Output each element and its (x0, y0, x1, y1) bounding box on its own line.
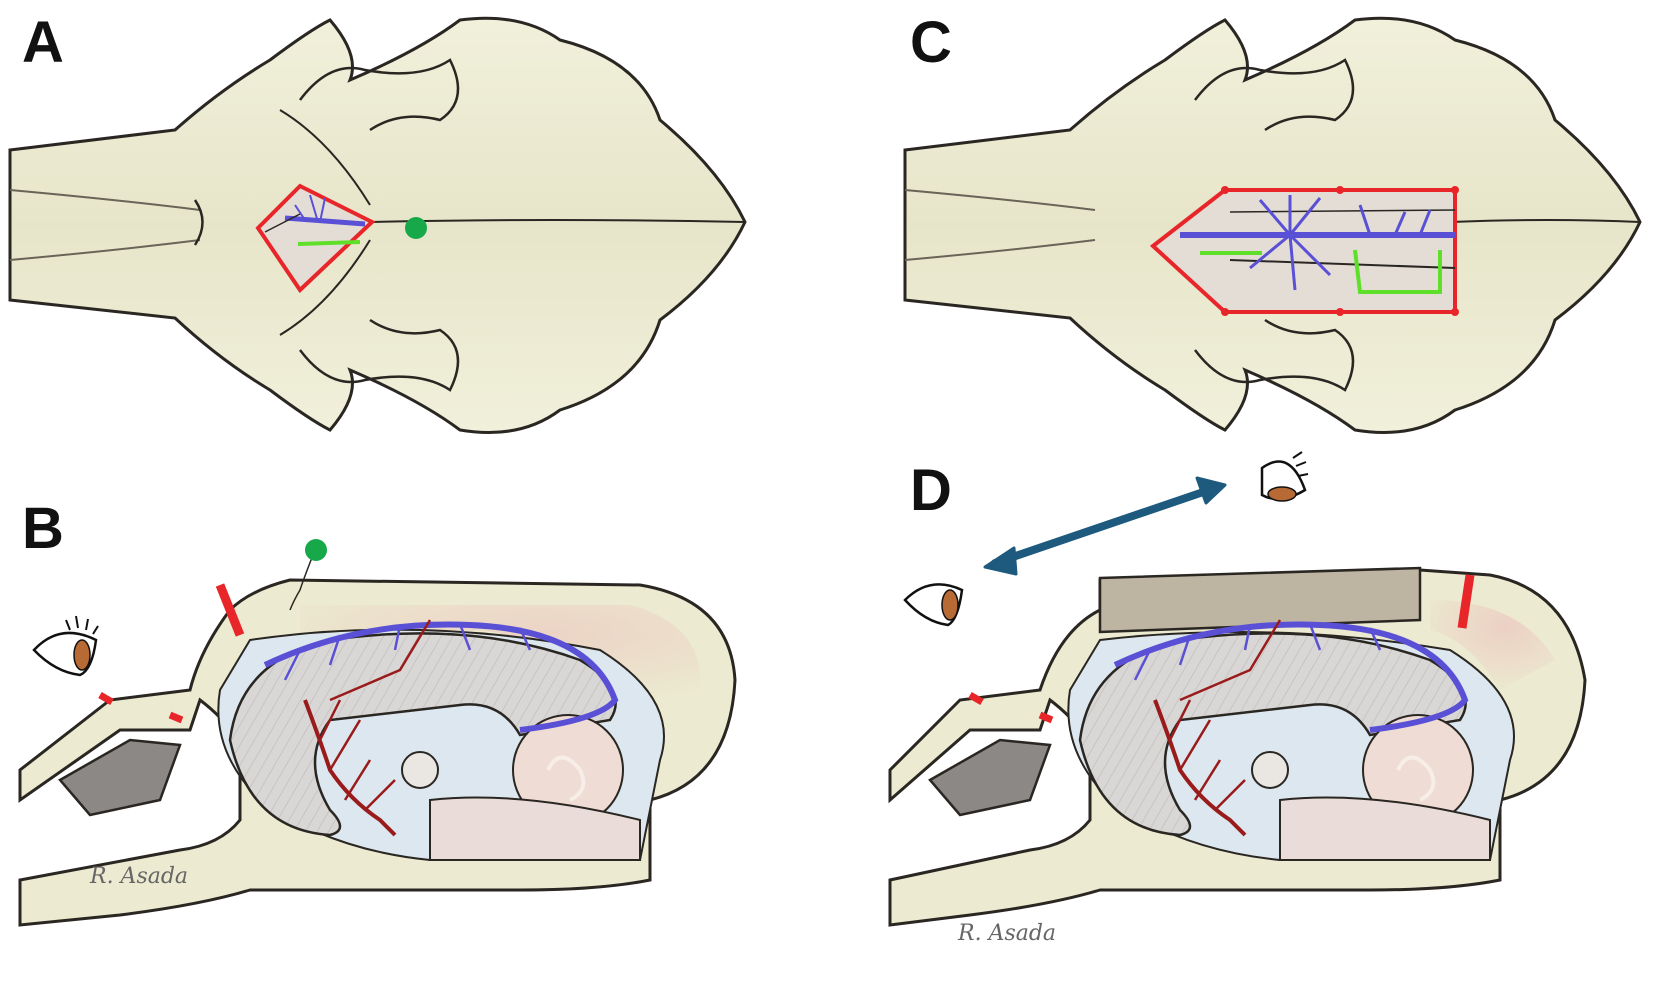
panel-b-label: B (22, 496, 64, 561)
sinus-vein (1113, 621, 1469, 733)
artery (1153, 699, 1247, 837)
panel-a: A (8, 10, 747, 434)
panel-c-label: C (910, 10, 952, 75)
craniotomy-margin (215, 583, 245, 637)
craniotomy-small (255, 183, 427, 294)
panel-a-label: A (22, 10, 64, 75)
artist-signature: R. Asada (89, 864, 188, 889)
craniotomy-margin (1457, 574, 1475, 629)
panel-b: B (18, 496, 737, 927)
panel-c: C (903, 10, 1642, 434)
artery (303, 699, 397, 837)
panel-d-label: D (910, 458, 952, 523)
green-bracket-marker (1353, 249, 1442, 294)
green-line-marker (297, 240, 361, 246)
craniotomy-margin (255, 183, 376, 294)
craniotomy-extended (1149, 186, 1459, 316)
sinus-vein (263, 621, 619, 733)
green-dot-marker (305, 539, 327, 561)
double-arrow-icon (983, 476, 1227, 576)
sinus-vein (284, 215, 366, 227)
eye-icon (1260, 451, 1309, 502)
green-dot-marker (405, 217, 427, 239)
skull-dorsal-a (8, 16, 747, 434)
sagittal-head-b (18, 539, 737, 927)
panel-d: D (888, 451, 1587, 946)
eye-icon (32, 615, 99, 677)
bone-flap (1098, 566, 1422, 634)
artist-signature: R. Asada (957, 921, 1056, 946)
sagittal-head-d (888, 566, 1587, 927)
skull-outline (8, 16, 747, 434)
eye-icon (903, 566, 964, 627)
